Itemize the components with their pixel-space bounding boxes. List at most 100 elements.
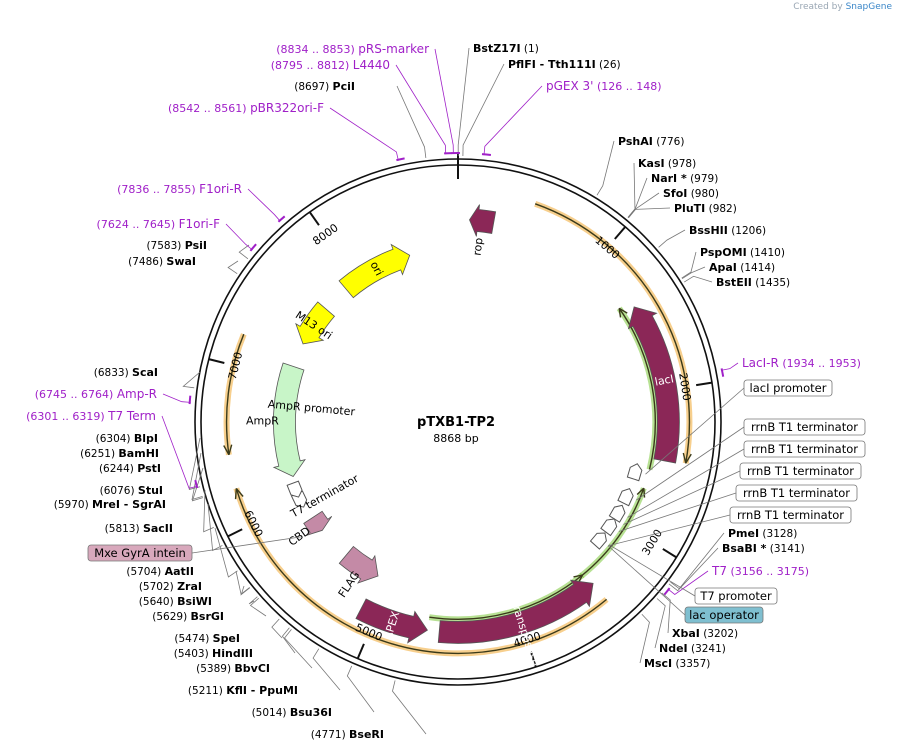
enzyme-label[interactable]: PmeI (3128) <box>728 527 797 540</box>
rrnB-t1-arrow-1[interactable] <box>617 488 634 507</box>
feature-box[interactable] <box>729 506 852 524</box>
orf-outer-3[interactable] <box>225 333 245 455</box>
rrnB-t1-arrow-3[interactable] <box>600 518 618 537</box>
primer-label[interactable]: (6301 .. 6319) T7 Term <box>26 409 156 423</box>
primer-location: (8834 .. 8853) <box>276 43 358 56</box>
box-leader <box>645 387 745 475</box>
enzyme-label[interactable]: (5702) ZraI <box>139 580 202 593</box>
orf-outer-2[interactable] <box>235 488 608 655</box>
feature-rop[interactable] <box>469 204 497 237</box>
enzyme-label[interactable]: NarI * (979) <box>651 172 718 185</box>
enzyme-label[interactable]: (5640) BsiWI <box>139 595 212 608</box>
t7-term-arrow-2[interactable] <box>286 480 303 498</box>
primer-mark[interactable] <box>249 243 257 252</box>
enzyme-label[interactable]: NdeI (3241) <box>659 642 726 655</box>
feature-box[interactable] <box>684 606 764 624</box>
enzyme-name: StuI <box>138 484 163 497</box>
enzyme-name: BsaBI * <box>722 542 767 555</box>
enzyme-label[interactable]: PspOMI (1410) <box>700 246 785 259</box>
primer-mark[interactable] <box>194 479 199 489</box>
enzyme-leader <box>249 597 267 617</box>
feature-m13-ori[interactable] <box>295 301 336 345</box>
label-layer: BstZ17I (1) PflFI - Tth111I (26) PshAI (77… <box>26 42 866 741</box>
feature-apex2[interactable] <box>355 598 428 644</box>
feature-lacI[interactable] <box>627 306 680 464</box>
feature-ampr[interactable] <box>272 362 306 478</box>
enzyme-leader <box>670 532 725 590</box>
feature-box[interactable] <box>743 379 833 397</box>
primer-mark[interactable] <box>188 395 192 405</box>
enzyme-label[interactable]: KasI (978) <box>638 157 696 170</box>
feature-flag[interactable] <box>338 545 379 584</box>
primer-name: F1ori-F <box>179 217 220 231</box>
enzyme-label[interactable]: (5389) BbvCI <box>196 662 270 675</box>
enzyme-label[interactable]: PluTI (982) <box>674 202 737 215</box>
enzyme-label[interactable]: (5211) KflI - PpuMI <box>188 684 298 697</box>
enzyme-label[interactable]: (7583) PsiI <box>146 239 207 252</box>
enzyme-label[interactable]: (5813) SacII <box>105 522 173 535</box>
primer-mark[interactable] <box>481 153 492 156</box>
enzyme-label[interactable]: (7486) SwaI <box>128 255 196 268</box>
primer-label[interactable]: T7 (3156 .. 3175) <box>711 564 809 578</box>
lacI-promoter-arrow[interactable] <box>626 463 643 482</box>
enzyme-label[interactable]: (6833) ScaI <box>94 366 158 379</box>
primer-label[interactable]: (7624 .. 7645) F1ori-F <box>97 217 221 231</box>
primer-label[interactable]: (7836 .. 7855) F1ori-R <box>117 182 242 196</box>
orf-inner-2[interactable] <box>580 487 645 577</box>
enzyme-label[interactable]: (8697) PciI <box>294 80 355 93</box>
enzyme-label[interactable]: (5014) Bsu36I <box>252 706 332 719</box>
enzyme-label[interactable]: ApaI (1414) <box>709 261 775 274</box>
rrnB-t1-arrow-4[interactable] <box>589 532 607 550</box>
enzyme-location: (5629) <box>152 611 190 623</box>
feature-box[interactable] <box>743 440 866 458</box>
enzyme-label[interactable]: (5629) BsrGI <box>152 610 224 623</box>
primer-label[interactable]: (8834 .. 8853) pRS-marker <box>276 42 429 56</box>
primer-mark[interactable] <box>396 157 405 162</box>
feature-ori[interactable] <box>338 243 411 299</box>
feature-box[interactable] <box>743 418 866 436</box>
feature-tn5-transposase[interactable] <box>437 579 594 644</box>
enzyme-label[interactable]: BsaBI * (3141) <box>722 542 805 555</box>
primer-location: (8542 .. 8561) <box>168 102 250 115</box>
enzyme-label[interactable]: (5704) AatII <box>126 565 194 578</box>
feature-box[interactable] <box>87 544 193 562</box>
feature-box[interactable] <box>694 587 778 605</box>
primer-label[interactable]: (6745 .. 6764) Amp-R <box>35 387 157 401</box>
primer-mark[interactable] <box>277 215 286 223</box>
primer-label[interactable]: pGEX 3' (126 .. 148) <box>546 79 662 93</box>
enzyme-label[interactable]: (6251) BamHI <box>80 447 159 460</box>
orf-inner-3[interactable] <box>429 574 583 620</box>
feature-label-ori: ori <box>367 259 385 278</box>
orf-outer-1[interactable] <box>534 203 691 464</box>
primer-label[interactable]: (8542 .. 8561) pBR322ori-F <box>168 101 324 115</box>
primer-mark[interactable] <box>720 368 725 377</box>
enzyme-label[interactable]: (5970) MreI - SgrAI <box>54 498 166 511</box>
primer-label[interactable]: LacI-R (1934 .. 1953) <box>742 356 861 370</box>
enzyme-label[interactable]: PflFI - Tth111I (26) <box>508 58 621 71</box>
primer-label[interactable]: (8795 .. 8812) L4440 <box>271 58 390 72</box>
enzyme-label[interactable]: XbaI (3202) <box>672 627 738 640</box>
enzyme-label[interactable]: (5474) SpeI <box>174 632 240 645</box>
enzyme-label[interactable]: MscI (3357) <box>644 657 710 670</box>
feature-box[interactable] <box>735 484 858 502</box>
enzyme-label[interactable]: BstZ17I (1) <box>473 42 539 55</box>
enzyme-label[interactable]: (4771) BseRI <box>311 728 384 741</box>
feature-label-flag: FLAG <box>336 569 363 600</box>
feature-cbd[interactable] <box>303 510 333 536</box>
enzyme-name: KasI <box>638 157 665 170</box>
enzyme-leader <box>346 665 375 713</box>
enzyme-label[interactable]: SfoI (980) <box>663 187 719 200</box>
enzyme-label[interactable]: (6304) BlpI <box>96 432 158 445</box>
enzyme-label[interactable]: (6244) PstI <box>99 462 161 475</box>
enzyme-label[interactable]: (5403) HindIII <box>174 647 253 660</box>
primer-leader <box>434 48 454 155</box>
feature-box[interactable] <box>739 462 862 480</box>
enzyme-label[interactable]: (6076) StuI <box>100 484 163 497</box>
enzyme-leader <box>271 618 283 639</box>
enzyme-name: BsrGI <box>191 610 224 623</box>
enzyme-label[interactable]: BstEII (1435) <box>716 276 790 289</box>
primer-mark[interactable] <box>663 587 671 596</box>
enzyme-label[interactable]: PshAI (776) <box>618 135 684 148</box>
enzyme-label[interactable]: BssHII (1206) <box>689 224 766 237</box>
